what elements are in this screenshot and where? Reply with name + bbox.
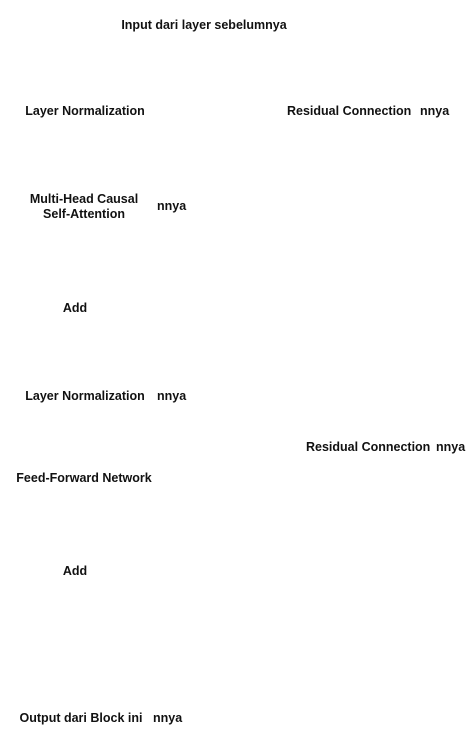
node-residual-connection-2: Residual Connection <box>306 440 431 454</box>
node-layer-normalization-1: Layer Normalization <box>25 104 145 118</box>
node-multi-head-causal-self-attention: Multi-Head Causal Self-Attention <box>29 192 139 221</box>
label-fragment-1: nnya <box>420 104 450 118</box>
node-residual-connection-1: Residual Connection <box>287 104 412 118</box>
node-add-1: Add <box>62 301 88 315</box>
label-fragment-3: nnya <box>157 389 187 403</box>
label-fragment-5: nnya <box>153 711 183 725</box>
node-feed-forward-network: Feed-Forward Network <box>16 471 152 485</box>
label-fragment-4: nnya <box>436 440 466 454</box>
node-add-2: Add <box>62 564 88 578</box>
node-layer-normalization-2: Layer Normalization <box>25 389 145 403</box>
node-input: Input dari layer sebelumnya <box>121 18 287 32</box>
node-output: Output dari Block ini <box>19 711 143 725</box>
label-fragment-2: nnya <box>157 199 187 213</box>
